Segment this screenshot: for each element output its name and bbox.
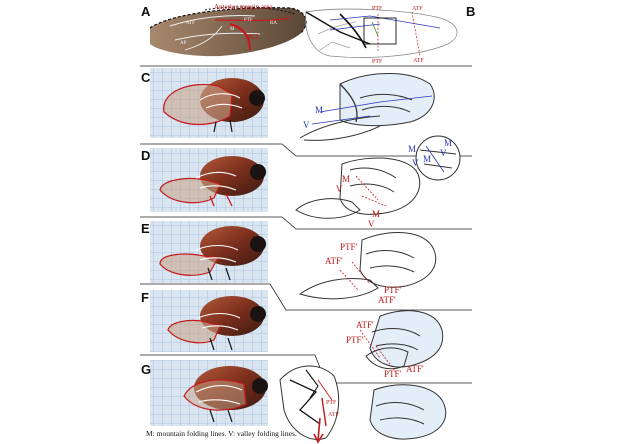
photo-c [150,68,268,138]
panel-label-g: G [141,362,151,377]
diagram-f: ATF' PTF' PTF' ATF' [346,310,444,379]
label-a-small-3: RA [270,21,277,26]
label-b-atf-top: ATF [412,6,423,12]
label-d-inset-v1: V [412,158,419,168]
panel-label-d: D [141,148,150,163]
label-e-atf: ATF' [325,256,343,266]
diagram-e: PTF' ATF' PTF' ATF' [298,232,437,305]
label-d-inset-m1: M [408,144,416,154]
photo-d [150,148,268,212]
label-d-v-upper: V [336,184,343,194]
diagram-c: M V [299,73,435,141]
label-mcl: MCL [245,33,260,41]
diagram-g-wing: PTF ATF [279,365,339,444]
diagram-g-folded [369,384,447,440]
panel-label-e: E [141,221,150,236]
panel-label-a: A [141,4,151,19]
label-f-atf: ATF' [356,320,374,330]
panel-label-c: C [141,70,151,85]
label-b-ptf-bottom: PTF [372,59,383,65]
diagram-d: M V M V M V M V M [295,135,461,229]
label-d-m-upper: M [342,174,350,184]
wing-outline-b [305,8,458,58]
label-f-ptf2: PTF' [384,369,402,379]
panel-a: A Anterior margin area MCL ATF PTF RA M … [141,3,307,57]
label-a-small-1: ATF [186,21,195,26]
label-e-ptf: PTF' [340,242,358,252]
label-d-v-lower: V [368,219,375,229]
label-e-atf2: ATF' [378,295,396,305]
label-anterior-margin-area: Anterior margin area [214,3,273,11]
panel-b: B PTF PTF ATF ATF [305,4,475,65]
label-a-small-5: AP [180,41,187,46]
label-c-m: M [315,105,323,115]
label-g-ptf: PTF [326,400,337,406]
label-f-atf2: ATF' [406,364,424,374]
label-d-inset-m3: M [444,138,452,148]
figure-caption: M: mountain folding lines. V: valley fol… [146,429,297,438]
label-c-v: V [303,120,310,130]
photo-e [150,221,268,283]
panel-label-f: F [141,290,149,305]
photo-g [150,360,268,426]
label-a-small-4: M [230,27,235,32]
wing-photo-a [150,7,307,57]
label-b-ptf-top: PTF [372,6,383,12]
label-d-m-lower: M [372,209,380,219]
label-d-inset-m2: M [423,154,431,164]
label-f-ptf: PTF' [346,335,364,345]
label-b-atf-bottom: ATF [413,58,424,64]
label-e-ptf2: PTF' [384,285,402,295]
label-a-small-2: PTF [244,18,253,23]
photo-f [150,290,268,352]
label-d-inset-v2: V [440,148,447,158]
label-g-atf: ATF [328,412,339,418]
panel-label-b: B [466,4,475,19]
